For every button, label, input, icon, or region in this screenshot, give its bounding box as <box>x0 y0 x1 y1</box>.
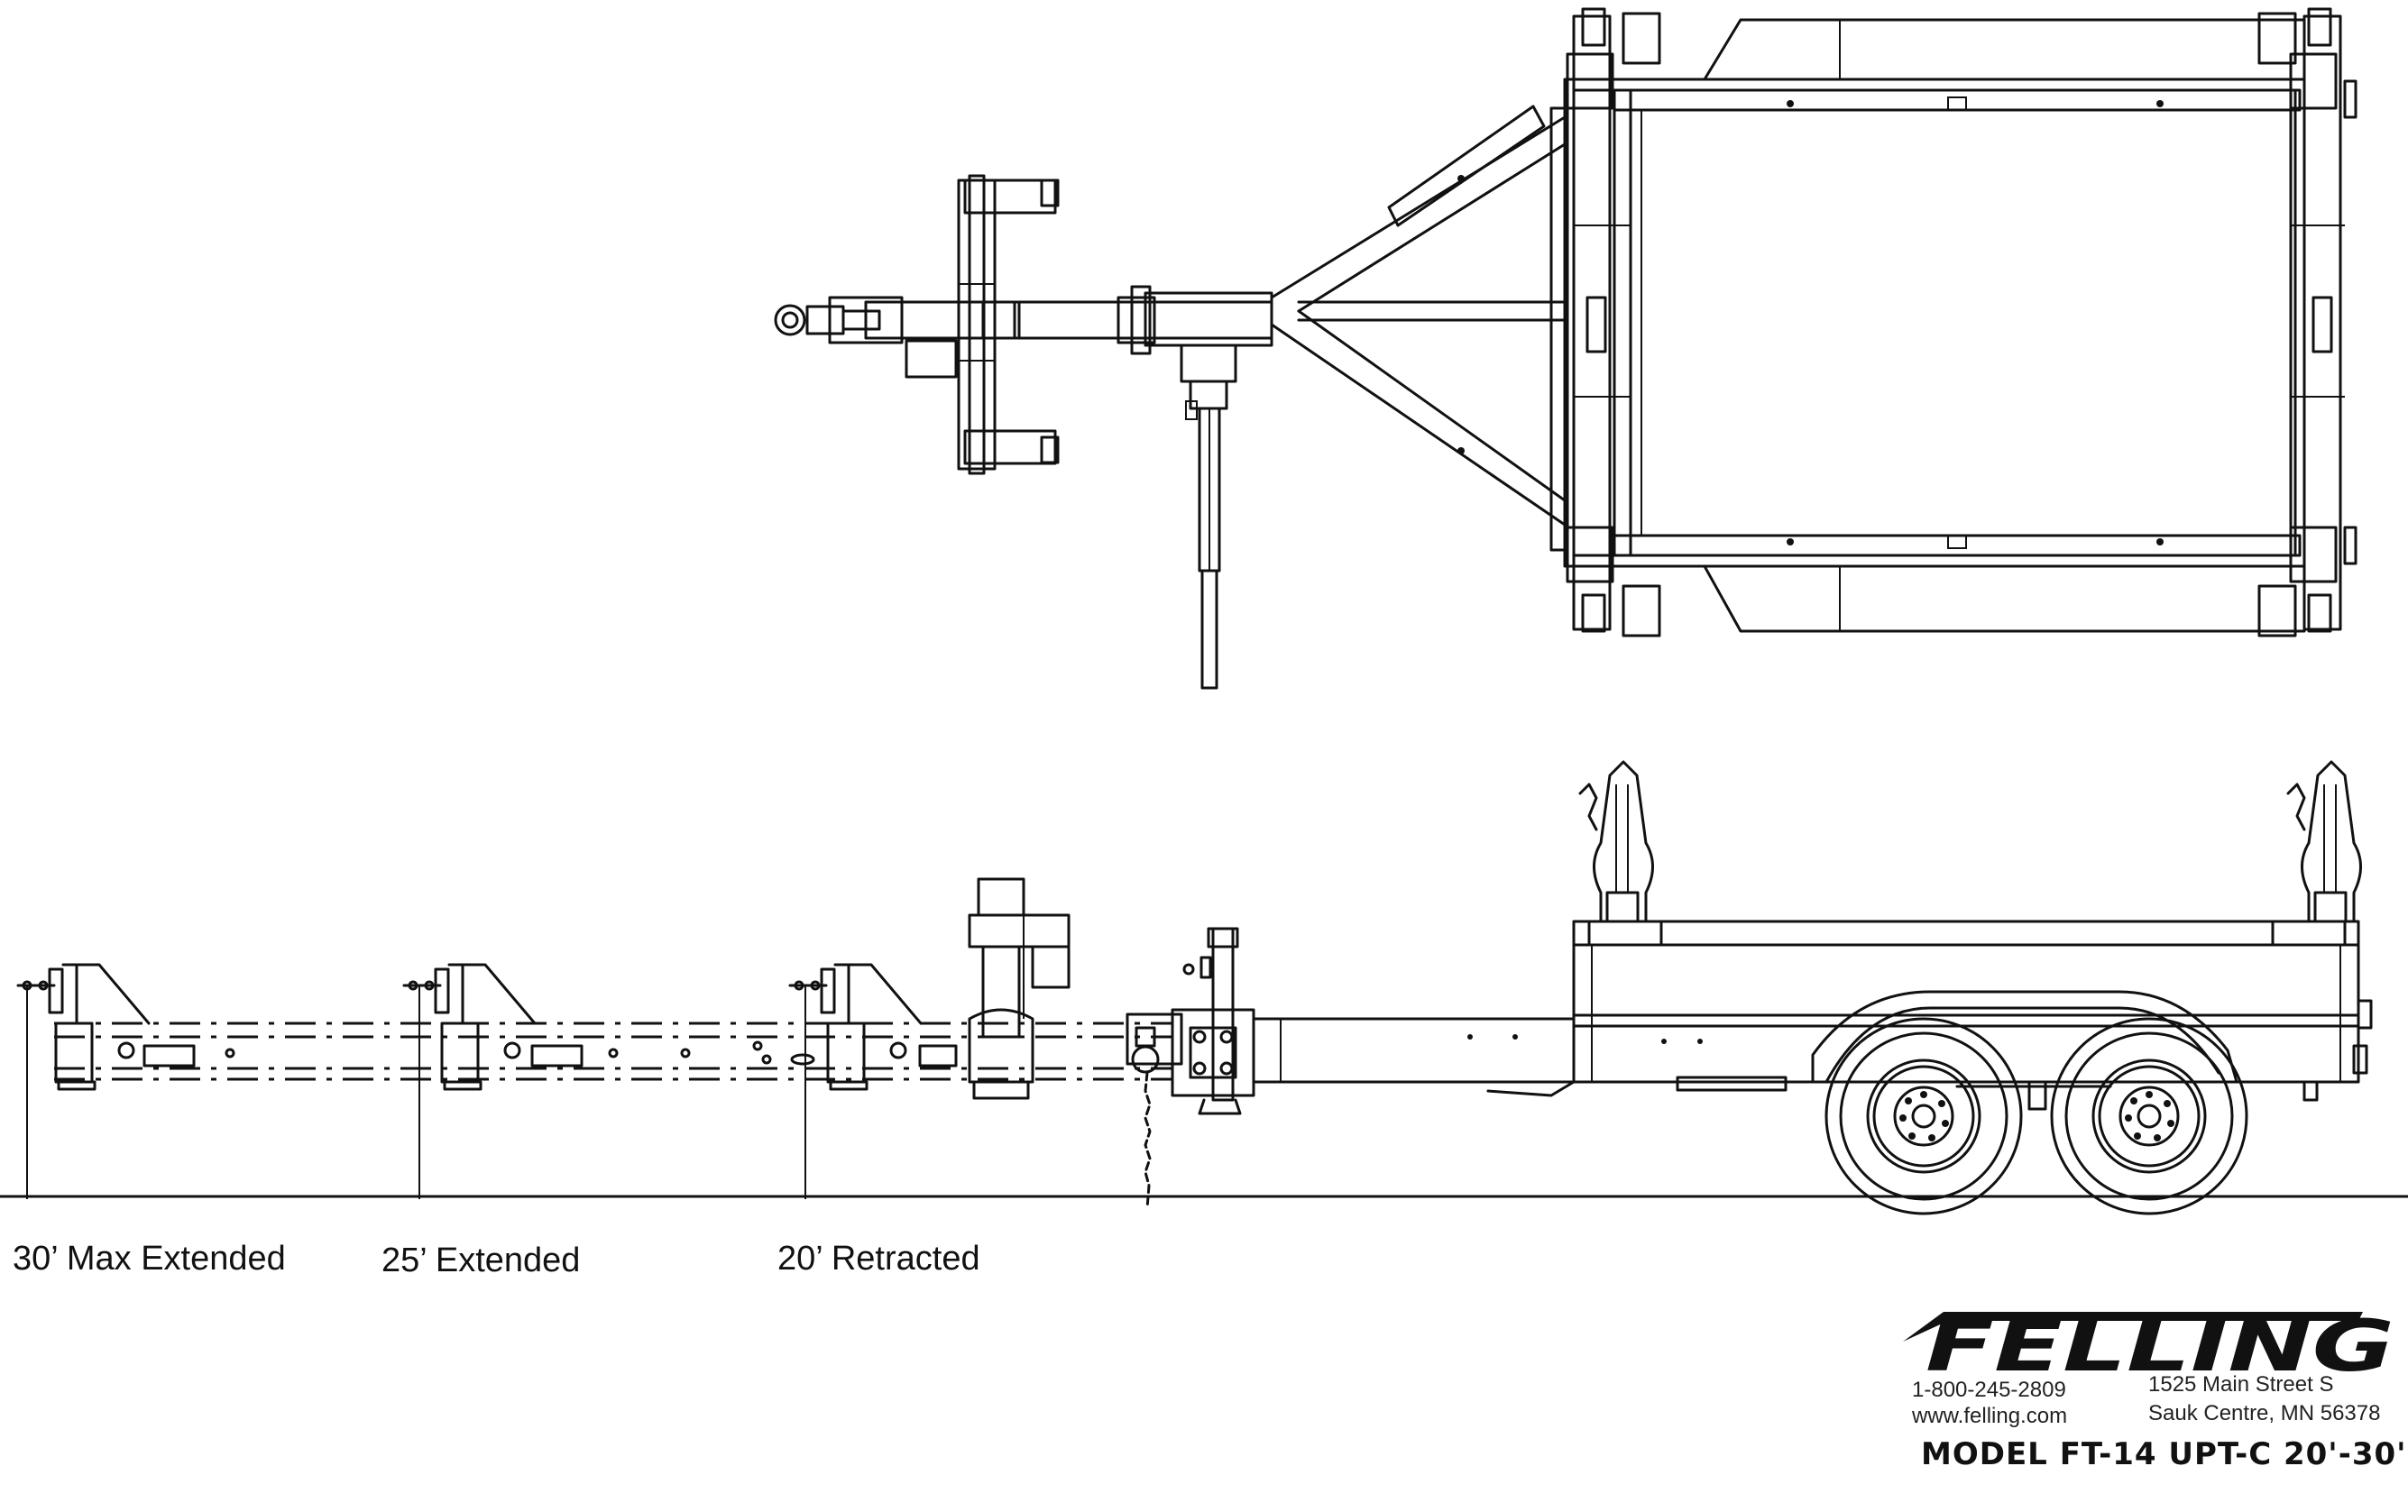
side-stake-left <box>1578 760 1654 923</box>
brand-address-line2: Sauk Centre, MN 56378 <box>2148 1401 2381 1425</box>
top-coupler <box>774 296 958 379</box>
top-jack <box>1180 344 1237 690</box>
top-view <box>774 7 2357 690</box>
brand-website[interactable]: www.felling.com <box>1912 1404 2068 1428</box>
model-number: MODEL FT-14 UPT-C 20'-30' <box>1921 1436 2407 1472</box>
side-carrier <box>968 877 1071 1100</box>
top-tongue-bar <box>864 285 1273 355</box>
suspension <box>1955 1080 2319 1111</box>
extension-ghost <box>54 1022 1172 1081</box>
carrier-25 <box>402 963 691 1091</box>
side-deck <box>1572 920 2373 1092</box>
brand-address-line1: 1525 Main Street S <box>2148 1372 2334 1397</box>
wheel-rear <box>2050 1017 2248 1215</box>
side-tongue <box>1252 1017 1576 1097</box>
brand-phone: 1-800-245-2809 <box>1912 1378 2066 1402</box>
felling-logo-mark <box>1903 1312 2363 1342</box>
side-stake-right <box>2286 760 2362 923</box>
felling-logo: FELLING <box>1925 1307 2394 1379</box>
carrier-20-retracted <box>752 963 958 1091</box>
side-jack <box>1171 927 1255 1115</box>
felling-logo-text: FELLING <box>1925 1307 2394 1379</box>
top-carrier <box>957 174 1060 475</box>
side-view <box>0 760 2408 1215</box>
top-deck-frame <box>1563 7 2357 637</box>
label-30-max-extended: 30’ Max Extended <box>13 1240 286 1278</box>
carrier-30-max <box>16 963 235 1091</box>
wheel-front <box>1824 1017 2023 1215</box>
top-tongue <box>1270 105 1569 552</box>
side-fenders <box>1811 990 2238 1084</box>
position-leaders <box>26 985 806 1199</box>
side-hitch <box>1126 1013 1183 1210</box>
label-25-extended: 25’ Extended <box>381 1242 581 1279</box>
label-20-retracted: 20’ Retracted <box>777 1240 980 1278</box>
